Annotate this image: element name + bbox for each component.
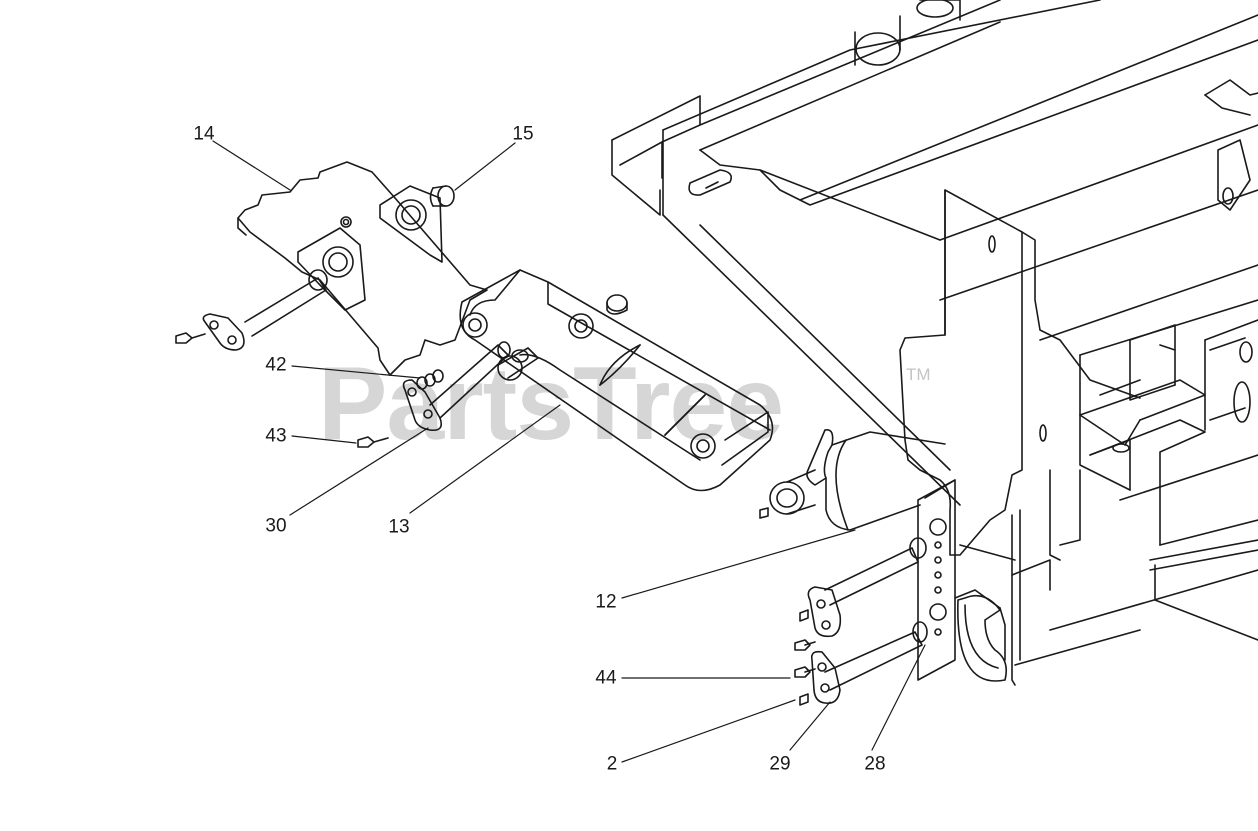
callout-2: 2 (606, 753, 618, 775)
callout-14: 14 (193, 123, 215, 145)
leader-lines (212, 140, 926, 763)
callout-28: 28 (864, 753, 886, 775)
lift-arm-13 (459, 269, 774, 492)
callout-12: 12 (595, 591, 617, 613)
upper-pin-left (175, 269, 328, 351)
pin-30-hardware (357, 341, 511, 448)
bracket-plate-14 (237, 161, 488, 376)
frame-assembly (611, 0, 1258, 686)
trademark-symbol: TM (906, 365, 931, 384)
callout-13: 13 (388, 516, 410, 538)
callout-42: 42 (265, 354, 287, 376)
callout-30: 30 (265, 515, 287, 537)
callout-43: 43 (265, 425, 287, 447)
pivot-tube-12 (759, 428, 946, 531)
callout-29: 29 (769, 753, 791, 775)
callout-15: 15 (512, 123, 534, 145)
callout-44: 44 (595, 667, 617, 689)
lower-pin-assembly (794, 537, 928, 706)
